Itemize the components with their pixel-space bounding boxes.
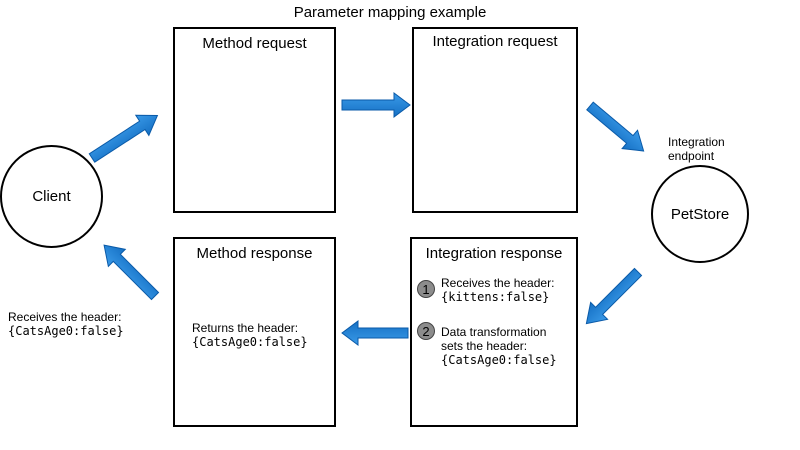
petstore-label: PetStore — [670, 205, 730, 223]
step-2-code: {CatsAge0:false} — [441, 353, 557, 367]
method-response-title: Method response — [196, 245, 313, 262]
integration-response-box: Integration response 1 Receives the head… — [410, 237, 578, 427]
method-request-box: Method request — [173, 27, 336, 213]
client-receives-header: {CatsAge0:false} — [8, 324, 124, 338]
method-request-title: Method request — [202, 35, 307, 52]
method-returns-header: {CatsAge0:false} — [192, 335, 308, 349]
client-label: Client — [32, 188, 71, 205]
arrow-method-response-to-client — [103, 244, 160, 301]
step-2-badge: 2 — [417, 322, 435, 340]
step-2-text-line1: Data transformation — [441, 325, 547, 339]
arrow-client-to-method-request — [88, 114, 159, 163]
arrow-petstore-to-integration-response — [585, 267, 643, 325]
arrow-integration-request-to-petstore — [586, 101, 645, 152]
petstore-node: PetStore — [651, 165, 749, 263]
client-node: Client — [0, 145, 103, 248]
integration-endpoint-label: Integration endpoint — [668, 135, 725, 163]
arrow-integration-response-to-method-response — [341, 320, 409, 346]
step-1-text: Receives the header: — [441, 276, 555, 290]
method-returns-text: Returns the header: — [192, 321, 299, 335]
integration-response-title: Integration response — [425, 245, 563, 262]
diagram-title: Parameter mapping example — [293, 4, 487, 21]
method-response-box: Method response Returns the header: {Cat… — [173, 237, 336, 427]
integration-request-title: Integration request — [432, 33, 558, 50]
step-2-text-line2: sets the header: — [441, 339, 528, 353]
arrow-method-request-to-integration-request — [341, 92, 411, 118]
step-1-badge: 1 — [417, 280, 435, 298]
step-1-code: {kittens:false} — [441, 290, 550, 304]
client-receives-text: Receives the header: — [8, 310, 122, 324]
integration-request-box: Integration request — [412, 27, 578, 213]
